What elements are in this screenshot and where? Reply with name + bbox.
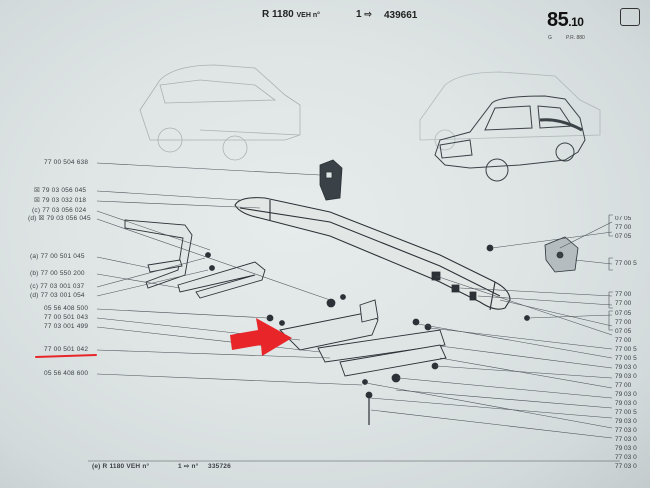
serial-prefix: 1 ⇨ <box>356 9 372 20</box>
part-number: ☒ 79 03 056 045 <box>34 187 87 194</box>
right-part-number: 07 05 <box>615 310 632 317</box>
right-part-number: 79 03 0 <box>615 418 637 425</box>
right-part-number: 77 00 5 <box>615 260 637 267</box>
red-arrow-icon <box>230 318 292 356</box>
right-part-number: 77 00 <box>615 337 632 344</box>
page-number: 85.10 <box>547 9 584 31</box>
part-number: ☒ 79 03 032 018 <box>34 197 87 204</box>
right-part-number: 77 00 5 <box>615 355 637 362</box>
right-part-number: 77 00 5 <box>615 346 637 353</box>
right-part-number: 77 00 <box>615 224 632 231</box>
part-number-highlighted: 77 00 501 042 <box>44 346 89 353</box>
right-part-number: 79 03 0 <box>615 373 637 380</box>
right-part-number: 79 03 0 <box>615 445 637 452</box>
right-parts-list: 07 05 77 00 07 05 77 00 5 77 00 77 00 07… <box>615 216 650 478</box>
right-part-number: 07 05 <box>615 216 632 222</box>
right-part-number: 77 03 0 <box>615 463 637 470</box>
right-part-number: 77 00 <box>615 319 632 326</box>
right-part-number: 77 00 <box>615 291 632 298</box>
serial-number: 439661 <box>384 10 418 21</box>
right-part-number: 77 00 5 <box>615 409 637 416</box>
right-part-number: 07 05 <box>615 233 632 240</box>
right-part-number: 77 03 0 <box>615 436 637 443</box>
part-number: (c) 77 03 056 024 <box>32 207 87 214</box>
right-part-number: 79 03 0 <box>615 391 637 398</box>
part-number: 77 00 504 638 <box>44 159 89 166</box>
part-number: (d) ☒ 79 03 056 045 <box>28 215 91 222</box>
model-label: R 1180 VEH n° <box>262 9 320 20</box>
right-part-number: 79 03 0 <box>615 400 637 407</box>
right-part-number: 79 03 0 <box>615 364 637 371</box>
page-note-g: G <box>548 35 552 41</box>
page-note-pr: P.R. 880 <box>566 35 585 41</box>
right-part-number: 77 00 <box>615 300 632 307</box>
part-number: 77 00 501 043 <box>44 314 89 321</box>
right-part-number: 77 00 <box>615 382 632 389</box>
footer-model: (e) R 1180 VEH n° <box>92 463 150 470</box>
part-number: (d) 77 03 001 054 <box>30 292 85 299</box>
binder-clip-icon <box>620 8 640 26</box>
part-number: (b) 77 00 550 200 <box>30 270 85 277</box>
part-number: 05 56 408 600 <box>44 370 89 377</box>
right-part-number: 07 05 <box>615 328 632 335</box>
right-part-number: 77 03 0 <box>615 427 637 434</box>
footer-serial-prefix: 1 ⇨ n° <box>178 463 199 470</box>
part-number: (c) 77 03 001 037 <box>30 283 85 290</box>
right-part-number: 77 03 0 <box>615 454 637 461</box>
footer-serial: 335726 <box>208 463 231 470</box>
part-number: 77 03 001 499 <box>44 323 89 330</box>
red-underline <box>35 354 97 358</box>
part-number: (a) 77 00 501 045 <box>30 253 85 260</box>
part-number: 05 56 408 500 <box>44 305 89 312</box>
